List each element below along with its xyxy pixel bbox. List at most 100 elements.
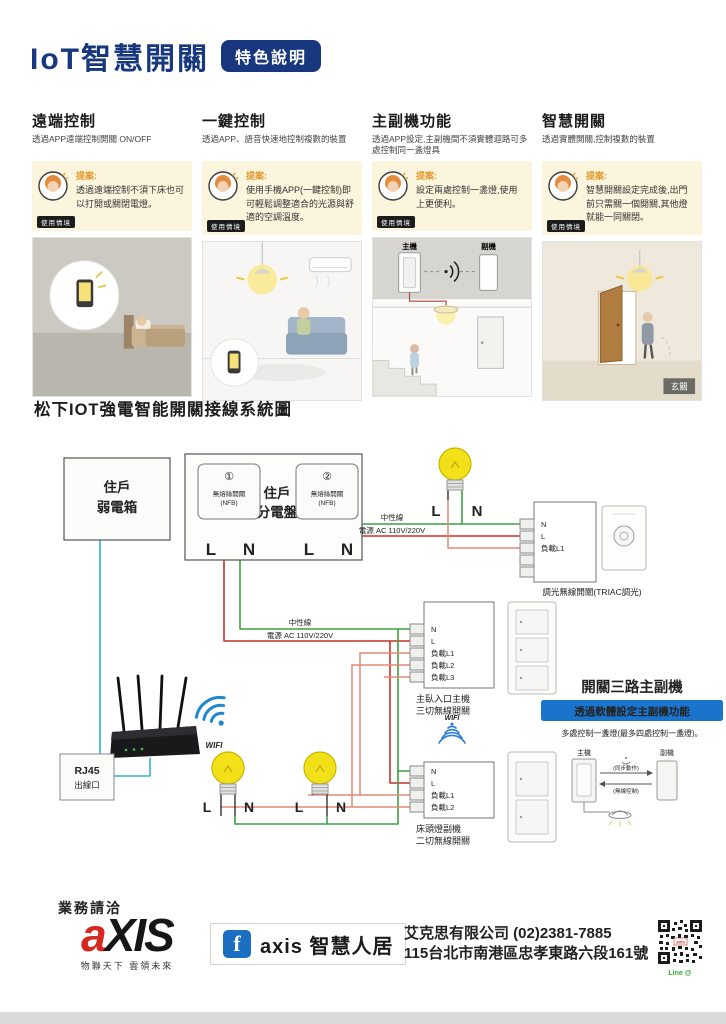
svg-text:N: N [431, 767, 436, 776]
feature-subtitle: 透過APP設定,主副機間不須實體迴路可多處控制同一盞燈具 [372, 134, 528, 156]
svg-text:WIFI: WIFI [206, 741, 224, 750]
footer-heading: 業務請洽 [58, 900, 122, 916]
feature-title: 遠端控制 [32, 113, 97, 130]
svg-text:負載L3: 負載L3 [431, 672, 454, 682]
info-heading: 開關三路主副機 [581, 678, 683, 696]
feature-smart-switch: 智慧開關 透過實體開關,控制複數的裝置 提案: 智慧開關設定完成後,出門前只需關… [542, 110, 702, 406]
contact-info: 艾克思有限公司 (02)2381-7885 115台北市南港區忠孝東路六段161… [404, 924, 649, 965]
neutral-wire-label-2: 中性線 [289, 617, 312, 627]
svg-text:N: N [541, 520, 546, 529]
page-title: IoT智慧開關 [30, 43, 209, 76]
mini-master-label: 主機 [577, 748, 591, 757]
svg-text:L: L [206, 540, 216, 559]
svg-text:負載L1: 負載L1 [431, 648, 454, 658]
mini-arrow-label-2: (無線控制) [613, 787, 639, 795]
woman-avatar-icon [208, 171, 239, 201]
company-address: 115台北市南港區忠孝東路六段161號 [404, 945, 649, 963]
line-qr-code: axis [658, 920, 702, 964]
scene-entryway-illustration: 玄關 [542, 240, 702, 401]
svg-text:(NFB): (NFB) [318, 500, 335, 507]
svg-text:無熔絲開關: 無熔絲開關 [213, 489, 246, 498]
rj45-outlet-box: RJ45 出線口 [59, 753, 115, 801]
header: IoT智慧開關 特色說明 [30, 34, 322, 78]
wiring-diagram: 住戶 弱電箱 住戶 分電盤 ① 無熔絲開關 (NFB) L N ② 無熔絲開關 … [59, 447, 723, 846]
tip-text: 使用手機APP(一鍵控制)即可輕鬆調整適合的光源與舒適的空調溫度。 [246, 185, 355, 222]
svg-text:L: L [304, 540, 314, 559]
svg-text:N: N [244, 799, 254, 815]
wifi-signal-icon: WIFI [438, 715, 466, 744]
usage-scene-badge: 使用情境 [37, 216, 75, 228]
svg-text:L: L [541, 532, 545, 541]
svg-text:L: L [431, 779, 435, 788]
svg-text:L: L [431, 637, 435, 646]
master-3way-module: N L 負載L1 負載L2 負載L3 主臥入口主機 三切無線開關 [409, 601, 495, 716]
wifi-router [110, 674, 200, 758]
svg-text:(NFB): (NFB) [220, 500, 237, 507]
distribution-panel: 住戶 分電盤 ① 無熔絲開關 (NFB) L N ② 無熔絲開關 (NFB) L… [184, 453, 363, 561]
svg-text:①: ① [224, 471, 234, 483]
master-module-caption-2: 三切無線開關 [416, 705, 470, 716]
slave-module-caption-2: 二切無線開關 [416, 835, 470, 846]
slave-2way-module: N L 負載L1 負載L2 床頭燈副機 二切無線開關 [409, 761, 495, 846]
tip-box: 提案: 設定兩處控制一盞燈,使用上更便利。 使用情境 [372, 161, 532, 231]
scene-livingroom-illustration [202, 240, 362, 401]
feature-master-slave: 主副機功能 透過APP設定,主副機間不須實體迴路可多處控制同一盞燈具 提案: 設… [372, 110, 532, 406]
feature-title: 智慧開關 [542, 113, 607, 130]
bottom-strip [0, 1012, 726, 1024]
power-wire-label-2: 電源 AC 110V/220V [267, 631, 333, 640]
bulb-mid: L N [295, 751, 346, 815]
diagram-heading: 松下IOT強電智能開關接線系統圖 [34, 401, 292, 419]
tip-box: 提案: 透過遠端控制不須下床也可以打開或關閉電燈。 使用情境 [32, 161, 192, 231]
scene-stairs-illustration: 主機 副機 [372, 237, 532, 397]
info-banner: 透過軟體設定主副機功能 [574, 705, 690, 718]
svg-text:WIFI: WIFI [445, 715, 461, 722]
feature-badge: 特色說明 [221, 40, 322, 72]
woman-avatar-icon [38, 171, 69, 201]
usage-scene-badge: 使用情境 [207, 219, 245, 232]
breaker-2: ② 無熔絲開關 (NFB) L N [295, 463, 359, 559]
svg-text:L: L [203, 799, 212, 815]
feature-title: 一鍵控制 [202, 113, 267, 130]
tip-label: 提案: [416, 171, 437, 181]
weak-current-box: 住戶 弱電箱 [63, 457, 171, 541]
feature-subtitle: 透過APP遠端控制開關 ON/OFF [32, 134, 152, 144]
master-module-caption-1: 主臥入口主機 [416, 693, 470, 704]
switch-plate-2gang [507, 751, 557, 843]
logo-letters-xis: XIS [104, 909, 175, 961]
neutral-wire-label: 中性線 [381, 512, 404, 522]
company-phone: 艾克思有限公司 (02)2381-7885 [404, 925, 612, 942]
svg-text:L: L [295, 799, 304, 815]
tip-text: 智慧開關設定完成後,出門前只需關一個開關,其他燈就能一同關閉。 [586, 185, 688, 222]
feature-title: 主副機功能 [372, 113, 453, 130]
tip-box: 提案: 使用手機APP(一鍵控制)即可輕鬆調整適合的光源與舒適的空調溫度。 使用… [202, 161, 362, 235]
svg-text:住戶: 住戶 [104, 479, 131, 495]
svg-text:N: N [336, 799, 346, 815]
svg-text:L: L [431, 503, 440, 520]
info-note: 多處控制一盞燈(最多四處控制一盞燈)。 [561, 728, 702, 738]
slave-module-caption-1: 床頭燈副機 [416, 823, 461, 834]
svg-text:N: N [431, 625, 436, 634]
svg-text:負載L1: 負載L1 [541, 543, 564, 553]
qr-brand-label: axis [676, 940, 685, 945]
slave-switch-label: 副機 [481, 242, 496, 251]
facebook-page-name: axis 智慧人居 [260, 935, 394, 958]
svg-text:住戶: 住戶 [264, 485, 291, 501]
svg-text:負載L2: 負載L2 [431, 660, 454, 670]
qr-code-block: axis Line @ [656, 920, 704, 977]
svg-text:出線口: 出線口 [74, 780, 100, 790]
svg-text:N: N [243, 540, 255, 559]
scene-bedroom-illustration [32, 237, 192, 397]
feature-columns: 遠端控制 透過APP遠端控制開關 ON/OFF 提案: 透過遠端控制不須下床也可… [32, 110, 704, 406]
master-switch-label: 主機 [402, 242, 417, 251]
tip-label: 提案: [586, 171, 607, 181]
svg-text:負載L1: 負載L1 [431, 790, 454, 800]
tip-label: 提案: [76, 171, 97, 181]
triac-dimmer-module: N L 負載L1 調光無線開關(TRIAC調光) [519, 501, 642, 597]
ceiling-bulb-top: L N [431, 447, 483, 520]
svg-text:N: N [472, 503, 483, 520]
tip-text: 設定兩處控制一盞燈,使用上更便利。 [416, 185, 518, 209]
breaker-1: ① 無熔絲開關 (NFB) L N [197, 463, 261, 559]
tip-label: 提案: [246, 171, 267, 181]
tip-box: 提案: 智慧開關設定完成後,出門前只需關一個開關,其他燈就能一同關閉。 使用情境 [542, 161, 702, 235]
